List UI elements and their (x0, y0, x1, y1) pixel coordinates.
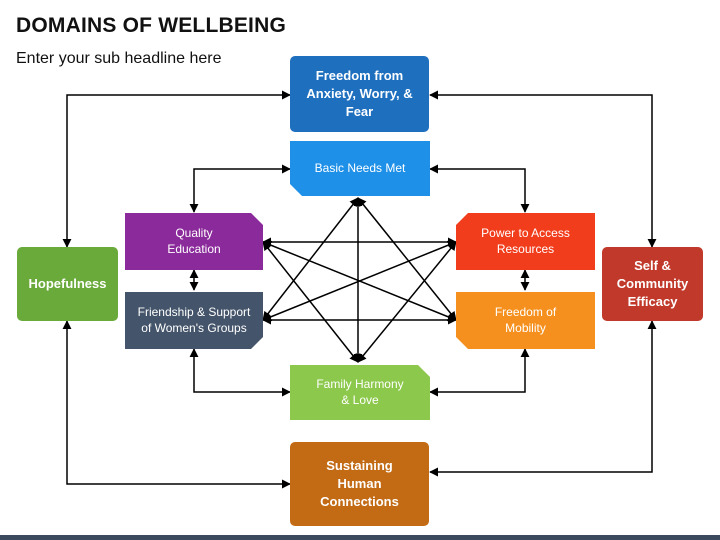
page-title: DOMAINS OF WELLBEING (16, 14, 286, 37)
self-efficacy-box: Self & Community Efficacy (602, 247, 703, 321)
connector-selfefficacy-sustaining (429, 320, 657, 477)
connector-hopefulness-sustaining (62, 320, 291, 489)
power-access-box: Power to Access Resources (456, 213, 595, 270)
connector-friendship-family (189, 348, 291, 397)
page-subtitle: Enter your sub headline here (16, 50, 222, 67)
footer-bar (0, 535, 720, 540)
quality-education-label: Quality Education (167, 225, 221, 256)
connector-freedom-hopefulness (62, 90, 291, 248)
quality-education-box: Quality Education (125, 213, 263, 270)
sustaining-label: Sustaining Human Connections (320, 457, 399, 510)
star-network (262, 197, 457, 363)
freedom-mobility-box: Freedom of Mobility (456, 292, 595, 349)
family-harmony-box: Family Harmony & Love (290, 365, 430, 420)
connector-basicneeds-education (189, 164, 291, 213)
basic-needs-label: Basic Needs Met (314, 160, 406, 175)
freedom-mobility-label: Freedom of Mobility (494, 304, 557, 335)
freedom-anxiety-label: Freedom from Anxiety, Worry, & Fear (306, 67, 413, 120)
family-harmony-label: Family Harmony & Love (316, 376, 404, 407)
self-efficacy-label: Self & Community Efficacy (616, 257, 689, 310)
connector-mobility-family (429, 348, 530, 397)
hopefulness-label: Hopefulness (28, 275, 107, 291)
connector-basicneeds-power (429, 164, 530, 213)
sustaining-box: Sustaining Human Connections (290, 442, 429, 526)
connector-freedom-selfefficacy (429, 90, 657, 248)
friendship-label: Friendship & Support of Women's Groups (137, 304, 251, 335)
hopefulness-box: Hopefulness (17, 247, 118, 321)
friendship-box: Friendship & Support of Women's Groups (125, 292, 263, 349)
basic-needs-box: Basic Needs Met (290, 141, 430, 196)
freedom-anxiety-box: Freedom from Anxiety, Worry, & Fear (290, 56, 429, 132)
power-access-label: Power to Access Resources (481, 225, 570, 256)
